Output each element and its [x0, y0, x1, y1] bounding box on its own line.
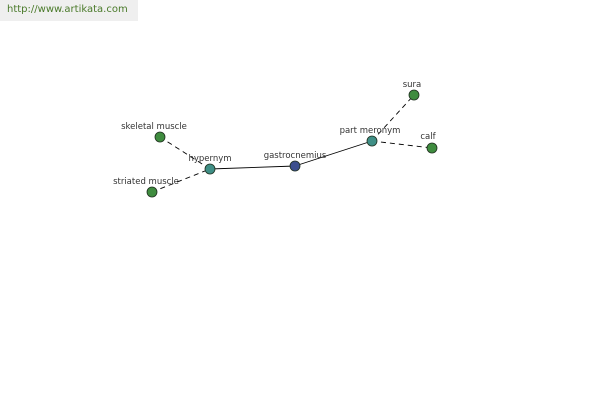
node-calf[interactable]	[426, 142, 438, 154]
url-banner[interactable]: http://www.artikata.com	[0, 0, 138, 21]
edge-striated-muscle-to-hypernym	[151, 168, 211, 193]
node-label-gastrocnemius[interactable]: gastrocnemius	[264, 151, 327, 161]
edge-part-meronym-to-sura	[371, 94, 415, 142]
node-part-meronym[interactable]	[366, 135, 378, 147]
edge-gastrocnemius-to-part-meronym	[294, 140, 373, 167]
node-hypernym[interactable]	[204, 163, 216, 175]
edges-layer	[151, 94, 433, 193]
edge-skeletal-muscle-to-hypernym	[159, 136, 211, 170]
node-label-calf[interactable]: calf	[420, 132, 436, 142]
labels-layer: gastrocnemius hypernym part meronym skeleta…	[113, 80, 437, 187]
url-link[interactable]: http://www.artikata.com	[7, 4, 128, 15]
node-label-skeletal-muscle[interactable]: skeletal muscle	[121, 122, 187, 132]
edge-part-meronym-to-calf	[371, 140, 433, 149]
node-gastrocnemius[interactable]	[289, 160, 301, 172]
edge-hypernym-to-gastrocnemius	[209, 165, 296, 170]
node-label-part-meronym[interactable]: part meronym	[340, 126, 401, 136]
node-label-striated-muscle[interactable]: striated muscle	[113, 177, 179, 187]
node-label-sura[interactable]: sura	[403, 80, 422, 90]
nodes-layer	[146, 89, 438, 198]
node-label-hypernym[interactable]: hypernym	[188, 154, 231, 164]
node-striated-muscle[interactable]	[146, 186, 158, 198]
node-sura[interactable]	[408, 89, 420, 101]
node-skeletal-muscle[interactable]	[154, 131, 166, 143]
